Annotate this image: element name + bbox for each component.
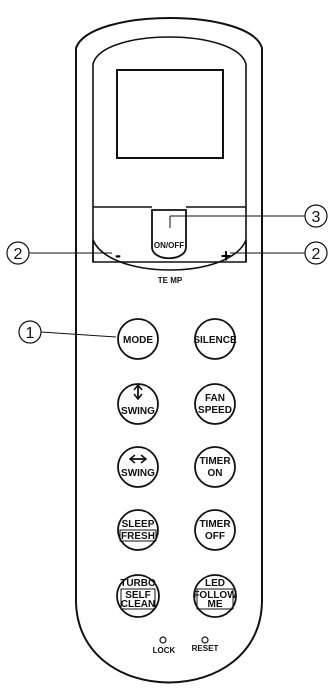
fan-speed-label-line1: FAN	[205, 393, 225, 404]
temp-label: TE MP	[158, 276, 183, 285]
reset-label: RESET	[192, 644, 219, 653]
reset-button[interactable]: RESET	[192, 636, 219, 653]
led-label: LED	[205, 578, 225, 589]
callout-2-right: 2	[230, 241, 328, 265]
on-off-button[interactable]: ON/OFF	[151, 209, 187, 260]
svg-text:2: 2	[312, 246, 321, 263]
silence-button[interactable]: SILENCE	[193, 318, 237, 360]
self-label: SELF	[125, 590, 151, 601]
mode-button[interactable]: MODE	[117, 318, 159, 360]
follow-label: FOLLOW	[193, 590, 237, 601]
sleep-fresh-button[interactable]: SLEEP FRESH	[117, 509, 159, 551]
vertical-swing-label: SWING	[121, 406, 155, 417]
on-off-label: ON/OFF	[154, 241, 184, 250]
turbo-label: TURBO	[120, 578, 156, 589]
svg-text:3: 3	[312, 209, 321, 226]
sleep-label: SLEEP	[122, 519, 155, 530]
svg-text:1: 1	[26, 325, 35, 342]
mode-label: MODE	[123, 335, 153, 346]
timer-on-label-line2: ON	[208, 468, 223, 479]
horizontal-swing-arrow-icon	[128, 454, 148, 464]
timer-off-label-line2: OFF	[205, 531, 225, 542]
vertical-swing-button[interactable]: SWING	[117, 383, 159, 425]
callout-3: 3	[169, 204, 328, 228]
temp-arc	[92, 239, 247, 271]
lock-label: LOCK	[153, 646, 176, 655]
remote-outer-body	[75, 17, 263, 684]
callout-2-left: 2	[6, 241, 112, 265]
timer-off-label-line1: TIMER	[199, 519, 231, 530]
clean-label: CLEAN	[121, 599, 155, 610]
fan-speed-button[interactable]: FAN SPEED	[194, 383, 236, 425]
silence-label: SILENCE	[193, 335, 237, 346]
horizontal-swing-button[interactable]: SWING	[117, 446, 159, 488]
callout-1: 1	[18, 320, 117, 344]
vertical-swing-arrow-icon	[133, 383, 143, 401]
lock-button[interactable]: LOCK	[153, 636, 176, 655]
lcd-display	[116, 69, 224, 159]
timer-off-button[interactable]: TIMER OFF	[194, 509, 236, 551]
temp-minus-button[interactable]: -	[115, 245, 121, 265]
turbo-self-clean-button[interactable]: TURBO SELF CLEAN	[116, 574, 160, 618]
temp-plus-button[interactable]: +	[221, 246, 232, 266]
svg-text:2: 2	[14, 246, 23, 263]
me-label: ME	[208, 599, 223, 610]
fresh-label: FRESH	[121, 531, 155, 542]
led-follow-me-button[interactable]: LED FOLLOW ME	[193, 574, 237, 618]
timer-on-button[interactable]: TIMER ON	[194, 446, 236, 488]
remote-inner-panel	[92, 36, 247, 263]
fan-speed-label-line2: SPEED	[198, 405, 232, 416]
timer-on-label-line1: TIMER	[199, 456, 231, 467]
horizontal-swing-label: SWING	[121, 468, 155, 479]
